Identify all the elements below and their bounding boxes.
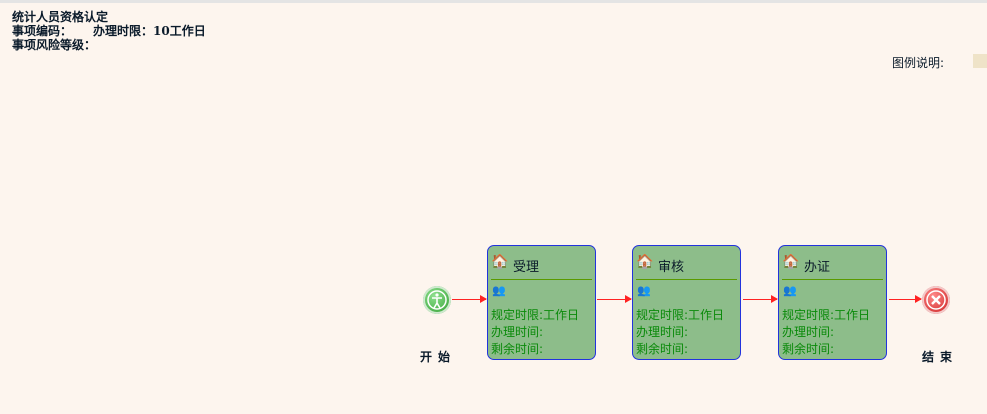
house-icon: 🏠	[782, 254, 800, 270]
handle-time: 办理时间:	[491, 325, 544, 339]
time-limit: 规定时限:工作日	[491, 308, 580, 322]
house-icon: 🏠	[491, 254, 509, 270]
legend-swatch	[973, 54, 987, 68]
divider	[636, 279, 737, 280]
end-label: 结束	[922, 350, 959, 364]
remaining-time: 剩余时间:	[636, 342, 689, 356]
step-title: 办证	[804, 260, 831, 275]
flow-arrow	[743, 295, 778, 303]
divider	[491, 279, 592, 280]
legend-label: 图例说明:	[891, 56, 944, 70]
start-icon[interactable]	[423, 286, 451, 314]
flow-arrow	[889, 295, 922, 303]
item-code: 事项编码：	[12, 24, 73, 38]
users-icon: 👥	[492, 284, 506, 297]
house-icon: 🏠	[636, 254, 654, 270]
risk-level: 事项风险等级：	[12, 38, 97, 52]
step-node-review[interactable]: 🏠 审核 👥 规定时限:工作日办理时间: 剩余时间:	[632, 245, 741, 360]
step-node-issue[interactable]: 🏠 办证 👥 规定时限:工作日办理时间: 剩余时间:	[778, 245, 887, 360]
time-limit: 规定时限:工作日	[636, 308, 725, 322]
flow-arrow	[452, 295, 487, 303]
remaining-time: 剩余时间:	[782, 342, 835, 356]
start-label: 开始	[420, 350, 457, 364]
handle-time: 办理时间:	[782, 325, 835, 339]
time-limit: 规定时限:工作日	[782, 308, 871, 322]
remaining-time: 剩余时间:	[491, 342, 544, 356]
deadline: 办理时限：10工作日	[93, 24, 206, 38]
step-title: 受理	[513, 260, 540, 275]
step-title: 审核	[658, 260, 685, 275]
flow-arrow	[597, 295, 632, 303]
users-icon: 👥	[783, 284, 797, 297]
page-title: 统计人员资格认定	[12, 10, 109, 24]
end-icon[interactable]	[922, 286, 950, 314]
divider	[782, 279, 883, 280]
users-icon: 👥	[637, 284, 651, 297]
handle-time: 办理时间:	[636, 325, 689, 339]
step-node-accept[interactable]: 🏠 受理 👥 规定时限:工作日办理时间: 剩余时间:	[487, 245, 596, 360]
